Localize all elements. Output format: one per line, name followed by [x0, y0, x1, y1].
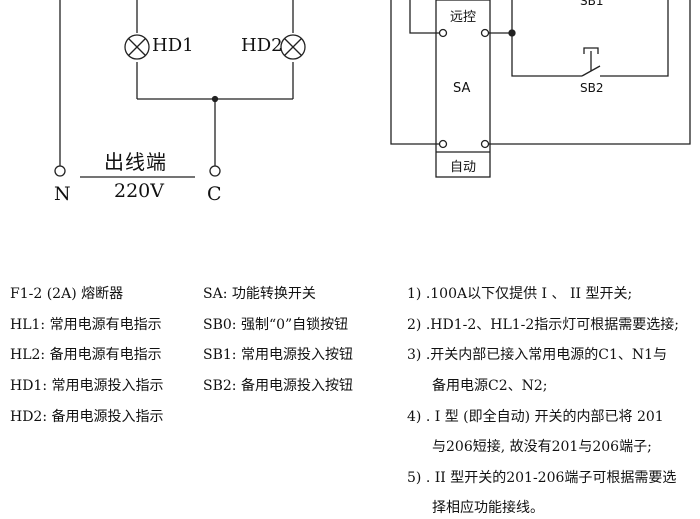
note-line: 1) .100A以下仅提供 I 、 II 型开关; [407, 286, 633, 302]
legend-item: HL1: 常用电源有电指示 [10, 317, 162, 333]
junction-dot [508, 29, 516, 37]
remote-label: 远控 [450, 10, 477, 25]
lamp-hd2-symbol [280, 34, 306, 60]
note-line: 4) . I 型 (即全自动) 开关的内部已将 201 [407, 409, 664, 425]
legend-item: SB0: 强制“0”自锁按钮 [203, 317, 349, 333]
terminal-c-circle [209, 165, 221, 177]
legend-item: HD1: 常用电源投入指示 [10, 378, 164, 394]
sa-label: SA [453, 81, 471, 96]
voltage-label: 220V [114, 180, 164, 202]
legend-item: SA: 功能转换开关 [203, 286, 316, 302]
wire [488, 0, 691, 145]
legend-item: HL2: 备用电源有电指示 [10, 347, 162, 363]
wire [409, 0, 440, 34]
wire [390, 0, 440, 145]
sa-terminal [480, 28, 490, 38]
sa-terminal [438, 28, 448, 38]
legend-item: SB1: 常用电源投入按钮 [203, 347, 353, 363]
note-line: 与206短接, 故没有201与206端子; [432, 439, 652, 455]
sb1-label: SB1 [580, 0, 604, 8]
wiring-diagram [54, 0, 691, 178]
note-line: 5) . II 型开关的201-206端子可根据需要选 [407, 470, 677, 486]
hd2-label: HD2 [241, 35, 283, 56]
right-circuit [390, 0, 691, 178]
wire [511, 0, 582, 77]
sa-switch-box [435, 0, 491, 178]
note-line: 备用电源C2、N2; [432, 378, 548, 394]
note-line: 2) .HD1-2、HL1-2指示灯可根据需要选接; [407, 317, 680, 333]
legend-item: HD2: 备用电源投入指示 [10, 409, 164, 425]
lamp-hd1-symbol [124, 34, 150, 60]
sa-terminal [480, 139, 490, 149]
terminal-n-label: N [54, 183, 71, 205]
terminal-header-label: 出线端 [104, 150, 167, 174]
hd1-label: HD1 [152, 35, 194, 56]
legend-item: F1-2 (2A) 熔断器 [10, 286, 124, 302]
terminal-n-circle [54, 165, 66, 177]
auto-label: 自动 [450, 160, 477, 175]
sa-terminal [438, 139, 448, 149]
sb2-button-symbol [581, 47, 601, 77]
sb2-label: SB2 [580, 81, 604, 95]
wire [600, 0, 669, 77]
terminal-c-label: C [207, 183, 222, 205]
note-line: 3) .开关内部已接入常用电源的C1、N1与 [407, 347, 668, 363]
junction-dot [211, 95, 219, 103]
legend-item: SB2: 备用电源投入按钮 [203, 378, 353, 394]
note-line: 择相应功能接线。 [432, 500, 544, 516]
left-circuit [54, 0, 306, 178]
